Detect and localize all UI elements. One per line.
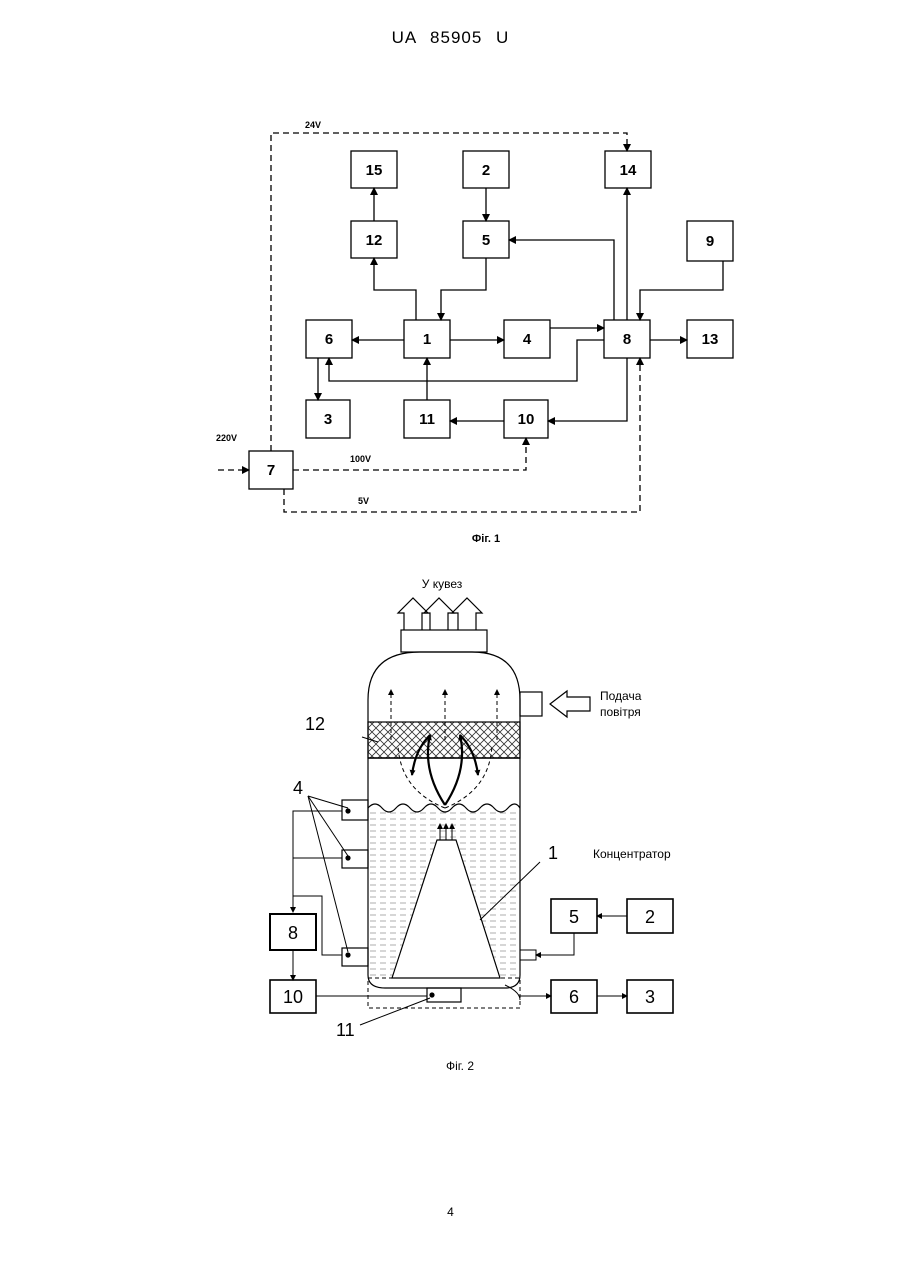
fig2-block-10-label: 10 (283, 987, 303, 1007)
figure-2-caption: Фіг. 2 (446, 1059, 474, 1073)
air-label-line1: Подача (600, 689, 642, 703)
ref-4-label: 4 (293, 778, 303, 798)
ref-12-label: 12 (305, 714, 325, 734)
page-number: 4 (0, 1205, 901, 1219)
block-3-label: 3 (324, 411, 332, 428)
fig2-block-8-label: 8 (288, 923, 298, 943)
block-14-label: 14 (620, 162, 637, 179)
block-1-label: 1 (423, 331, 431, 348)
concentrator-label: Концентратор (593, 847, 671, 861)
air-inlet-arrow (550, 691, 590, 717)
block-13-label: 13 (702, 331, 719, 348)
voltage-220v-label: 220V (216, 433, 237, 443)
base-outline (368, 978, 520, 1008)
block-12-label: 12 (366, 232, 383, 249)
figure-2-apparatus (270, 598, 673, 1025)
level-sensor-bottom (342, 948, 368, 966)
voltage-100v-label: 100V (350, 454, 371, 464)
outlet-neck (401, 630, 487, 652)
outlet-arrows (398, 598, 482, 630)
ref-1-label: 1 (548, 843, 558, 863)
voltage-24v-label: 24V (305, 120, 321, 130)
block-5-label: 5 (482, 232, 490, 249)
fig2-block-6-label: 6 (569, 987, 579, 1007)
ref-11-label: 11 (336, 1020, 355, 1040)
block-8-label: 8 (623, 331, 631, 348)
block-15-label: 15 (366, 162, 383, 179)
fig2-block-3-label: 3 (645, 987, 655, 1007)
voltage-5v-label: 5V (358, 496, 369, 506)
block-9-label: 9 (706, 233, 714, 250)
block-6-label: 6 (325, 331, 333, 348)
fig2-block-5-label: 5 (569, 907, 579, 927)
figure-1-block-diagram (218, 133, 733, 512)
outlet-label: У кувез (422, 577, 463, 591)
block-4-label: 4 (523, 331, 532, 348)
air-inlet-port (520, 692, 542, 716)
air-label-line2: повітря (600, 705, 641, 719)
fig2-block-2-label: 2 (645, 907, 655, 927)
block-10-label: 10 (518, 411, 535, 428)
figure-1-caption: Фіг. 1 (472, 533, 500, 545)
block-11-label: 11 (419, 411, 435, 428)
block-2-label: 2 (482, 162, 490, 179)
block-7-label: 7 (267, 462, 275, 479)
